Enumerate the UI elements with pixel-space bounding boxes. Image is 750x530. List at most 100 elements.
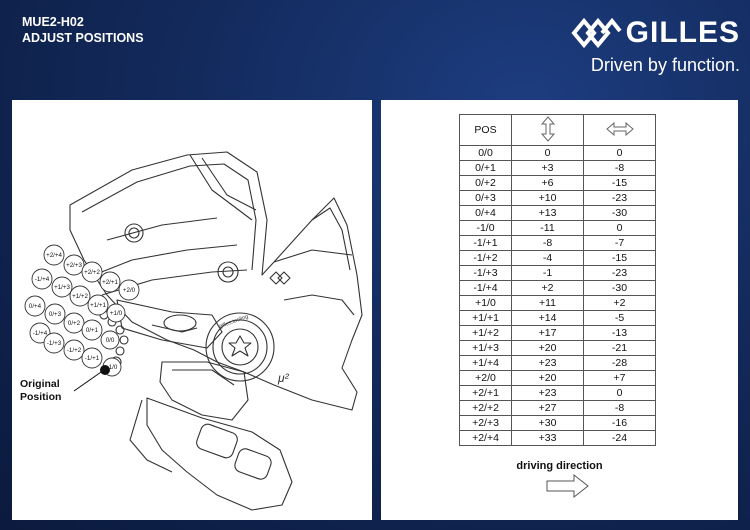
position-bubble-label: +2/+3 bbox=[66, 262, 82, 269]
pivot-outer-icon bbox=[205, 312, 275, 382]
table-row: 0/+2+6-15 bbox=[459, 175, 656, 191]
horizontal-cell: -16 bbox=[583, 415, 656, 431]
rearset-drawing: gilles.tooling μ² +2/+4+2/+3+2/+2+2/+1+2… bbox=[24, 151, 363, 511]
driving-direction-label: driving direction bbox=[516, 460, 603, 472]
table-row: +1/+1+14-5 bbox=[459, 310, 656, 326]
table-row: +1/+2+17-13 bbox=[459, 325, 656, 341]
table-row: +1/+3+20-21 bbox=[459, 340, 656, 356]
horizontal-arrow-icon bbox=[605, 121, 634, 136]
vertical-cell: +3 bbox=[511, 160, 584, 176]
table-row: 0/+1+3-8 bbox=[459, 160, 656, 176]
position-bubble-label: 0/+4 bbox=[29, 303, 42, 310]
pos-cell: -1/+2 bbox=[459, 250, 512, 266]
mu-label: μ² bbox=[277, 371, 290, 385]
position-bubble bbox=[87, 294, 109, 316]
horizontal-cell: +2 bbox=[583, 295, 656, 311]
pos-cell: +2/+2 bbox=[459, 400, 512, 416]
position-bubble bbox=[51, 276, 73, 298]
vertical-cell: +11 bbox=[511, 295, 584, 311]
horizontal-cell: -8 bbox=[583, 160, 656, 176]
table-row: +2/+4+33-24 bbox=[459, 430, 656, 446]
horizontal-cell: -30 bbox=[583, 205, 656, 221]
pos-cell: 0/+4 bbox=[459, 205, 512, 221]
table-row: -1/+2-4-15 bbox=[459, 250, 656, 266]
vertical-cell: +2 bbox=[511, 280, 584, 296]
position-bubble-label: +1/+3 bbox=[54, 284, 70, 291]
position-bubble-label: 0/+1 bbox=[86, 327, 99, 334]
vertical-cell: 0 bbox=[511, 145, 584, 161]
rearset-body-outline bbox=[69, 151, 363, 411]
horizontal-cell: -8 bbox=[583, 400, 656, 416]
gilles-mini-logo-icon bbox=[269, 271, 291, 285]
pos-cell: -1/+4 bbox=[459, 280, 512, 296]
brand-name: GILLES bbox=[625, 16, 740, 49]
horizontal-cell: 0 bbox=[583, 145, 656, 161]
upper-bolt-icon bbox=[124, 223, 144, 243]
position-bubble-label: -1/+3 bbox=[47, 340, 62, 347]
position-bubble bbox=[63, 254, 85, 276]
position-bubble-label: 0/0 bbox=[106, 337, 115, 344]
position-bubble bbox=[24, 295, 46, 317]
pos-cell: +1/+2 bbox=[459, 325, 512, 341]
pos-cell: -1/+1 bbox=[459, 235, 512, 251]
header-title: MUE2-H02 ADJUST POSITIONS bbox=[22, 14, 144, 46]
horizontal-cell: -23 bbox=[583, 265, 656, 281]
horizontal-cell: -15 bbox=[583, 250, 656, 266]
pos-cell: 0/+3 bbox=[459, 190, 512, 206]
model-label: MUE2-H02 bbox=[22, 15, 84, 29]
position-bubble bbox=[106, 303, 126, 323]
table-row: +2/+2+27-8 bbox=[459, 400, 656, 416]
engraving-text: gilles.tooling bbox=[219, 314, 250, 330]
subtitle-label: ADJUST POSITIONS bbox=[22, 31, 144, 45]
position-bubble bbox=[81, 319, 103, 341]
position-bubble-label: -1/0 bbox=[107, 364, 118, 371]
position-bubble bbox=[69, 285, 91, 307]
vertical-cell: +33 bbox=[511, 430, 584, 446]
vertical-cell: +14 bbox=[511, 310, 584, 326]
table-row: -1/+1-8-7 bbox=[459, 235, 656, 251]
position-bubble-label: 0/+3 bbox=[49, 311, 62, 318]
position-bubble bbox=[81, 261, 103, 283]
horizontal-cell: -24 bbox=[583, 430, 656, 446]
foot-lever-outline bbox=[146, 397, 293, 511]
position-bubble-label: -1/+1 bbox=[85, 355, 100, 362]
position-bubbles: +2/+4+2/+3+2/+2+2/+1+2/0-1/+4+1/+3+1/+2+… bbox=[24, 244, 140, 377]
pos-cell: +1/+1 bbox=[459, 310, 512, 326]
vertical-cell: +13 bbox=[511, 205, 584, 221]
pos-cell: +1/+4 bbox=[459, 355, 512, 371]
position-bubble-label: -1/+2 bbox=[67, 347, 82, 354]
table-row: 0/+4+13-30 bbox=[459, 205, 656, 221]
horizontal-cell: -5 bbox=[583, 310, 656, 326]
horizontal-cell: -15 bbox=[583, 175, 656, 191]
position-bubble-label: +2/+4 bbox=[46, 252, 62, 259]
table-row: +1/+4+23-28 bbox=[459, 355, 656, 371]
position-bubble bbox=[63, 312, 85, 334]
position-bubble bbox=[44, 303, 66, 325]
vertical-cell: +30 bbox=[511, 415, 584, 431]
pos-cell: +2/+3 bbox=[459, 415, 512, 431]
pos-cell: +2/0 bbox=[459, 370, 512, 386]
position-bubble-label: +2/+1 bbox=[102, 279, 118, 286]
pos-cell: +2/+1 bbox=[459, 385, 512, 401]
position-bubble-label: +1/0 bbox=[110, 310, 123, 317]
vertical-cell: +17 bbox=[511, 325, 584, 341]
position-bubble bbox=[31, 268, 53, 290]
vertical-cell: +6 bbox=[511, 175, 584, 191]
position-bubble-label: -1/+4 bbox=[35, 276, 50, 283]
pos-cell: +1/+3 bbox=[459, 340, 512, 356]
position-bubble-label: +1/+2 bbox=[72, 293, 88, 300]
diagram-panel: gilles.tooling μ² +2/+4+2/+3+2/+2+2/+1+2… bbox=[12, 100, 372, 520]
pos-cell: +1/0 bbox=[459, 295, 512, 311]
vertical-cell: +20 bbox=[511, 340, 584, 356]
vertical-cell: -1 bbox=[511, 265, 584, 281]
table-row: +1/0+11+2 bbox=[459, 295, 656, 311]
position-bubble-label: +1/+1 bbox=[90, 302, 106, 309]
vertical-cell: -8 bbox=[511, 235, 584, 251]
horizontal-cell: -30 bbox=[583, 280, 656, 296]
middle-bolt-icon bbox=[217, 261, 239, 283]
vertical-cell: -4 bbox=[511, 250, 584, 266]
table-row: 0/+3+10-23 bbox=[459, 190, 656, 206]
